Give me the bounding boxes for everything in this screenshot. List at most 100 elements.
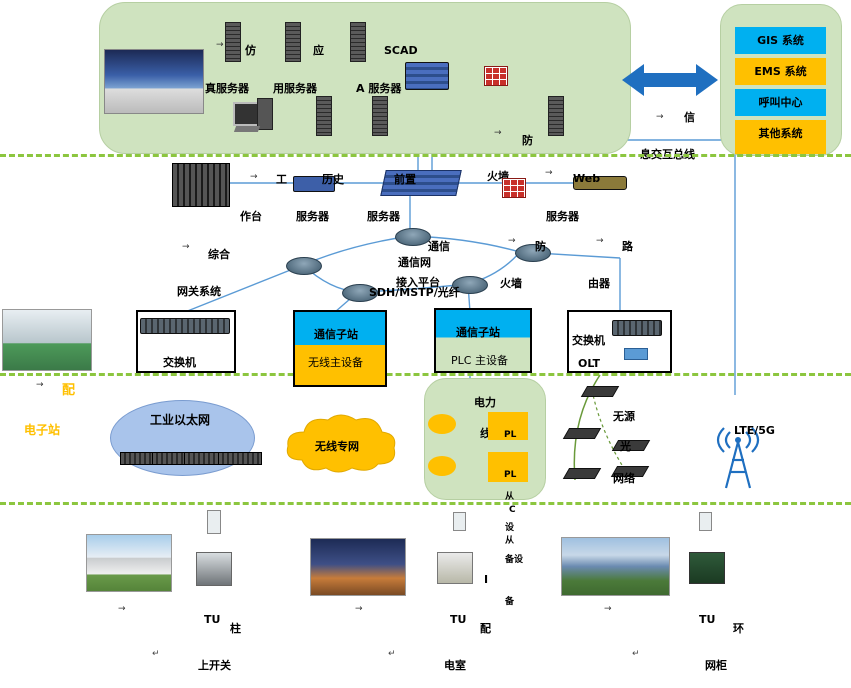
- t1-label-1: TU: [204, 613, 221, 626]
- sim-server-label-2: 真服务器: [205, 82, 249, 95]
- pl-label-1: PL: [504, 430, 517, 440]
- t3-label-1: TU: [699, 613, 716, 626]
- app-server-label-2: 用服务器: [273, 82, 317, 95]
- power-line-label-2: 线: [480, 427, 491, 440]
- pon-label-3: 网络: [613, 472, 635, 485]
- scada-server-label-1: SCAD: [384, 44, 418, 57]
- return-mark: ↵: [388, 649, 396, 659]
- building-photo-1: [86, 534, 172, 592]
- pl-box-1: [488, 412, 528, 440]
- cell-tower-icon: [716, 427, 760, 489]
- plc-main-label: PLC 主设备: [451, 354, 508, 367]
- firewall2-label-1: 防: [535, 240, 546, 253]
- pon-label-1: 无源: [613, 410, 635, 423]
- history-server-label-1: 历史: [322, 173, 344, 186]
- power-node-2: [428, 456, 456, 476]
- ems-system: EMS 系统: [735, 58, 826, 85]
- pds-label-2: 电子站: [24, 423, 61, 437]
- router-icon-bottom-left: [342, 284, 378, 302]
- control-room-photo: [104, 49, 204, 114]
- pipe-label: I: [484, 573, 489, 586]
- pl-box-2: [488, 452, 528, 482]
- comm-net-label-1: 通信: [428, 240, 450, 253]
- server-rack-4: [316, 96, 332, 136]
- slave-label-5: 备设: [505, 555, 524, 565]
- t1-label-3: 上开关: [198, 659, 231, 672]
- web-server-icon: [573, 176, 627, 190]
- firewall-frag-label: 防: [522, 134, 533, 147]
- building-photo-3: [561, 537, 670, 596]
- slave-label-4: 从: [505, 536, 515, 546]
- switch-label: 交换机: [163, 356, 196, 369]
- t2-label-3: 电室: [444, 659, 466, 672]
- slave-label-1: 从: [505, 492, 515, 502]
- slave-label-3: 设: [505, 523, 515, 533]
- gis-system: GIS 系统: [735, 27, 826, 54]
- sim-server-rack: [225, 22, 241, 62]
- arrow-marker: →: [596, 236, 604, 246]
- double-arrow-icon: [622, 64, 718, 96]
- pon-device-4: [611, 440, 651, 451]
- return-mark: ↵: [152, 649, 160, 659]
- workstation-label-1: 工: [276, 173, 287, 186]
- firewall2-label-2: 火墙: [500, 277, 522, 290]
- comm-sub-1-label: 通信子站: [314, 328, 358, 341]
- pon-fiber-curve: [573, 374, 601, 481]
- wireless-main-label: 无线主设备: [308, 356, 363, 369]
- building-photo-2: [310, 538, 406, 596]
- ftu-unit-icon-1: [207, 510, 221, 534]
- web-server-label-2: 服务器: [546, 210, 579, 223]
- workstation-label-2: 作台: [240, 210, 262, 223]
- other-systems: 其他系统: [735, 120, 826, 154]
- info-bus-label-1: 信: [684, 111, 695, 124]
- ring-cabinet-photo: [689, 552, 725, 584]
- olt-switch-icon: [612, 320, 662, 336]
- scada-server-rack: [350, 22, 366, 62]
- pds-label-1: 配: [62, 383, 76, 398]
- lte-label: LTE/5G: [734, 424, 775, 437]
- sim-server-label-1: 仿: [245, 44, 256, 57]
- slave-label-6: 备: [505, 597, 515, 607]
- frontend-server-label-1: 前置: [394, 173, 416, 186]
- router-icon-top: [395, 228, 431, 246]
- frontend-server-icon: [380, 170, 462, 196]
- server-rack-5: [372, 96, 388, 136]
- pon-device-1: [580, 386, 620, 397]
- power-line-label-1: 电力: [474, 396, 496, 409]
- server-rack-6: [548, 96, 564, 136]
- ethernet-label: 工业以太网: [150, 413, 211, 427]
- pon-device-2: [562, 428, 602, 439]
- pon-label-2: 光: [620, 440, 631, 453]
- wireless-net-label: 无线专网: [315, 440, 359, 453]
- comm-substation-2: [434, 308, 532, 373]
- app-server-label-1: 应: [313, 44, 324, 57]
- t2-label-2: 配: [480, 622, 491, 635]
- pon-device-3: [562, 468, 602, 479]
- router-label-1: 路: [622, 240, 633, 253]
- layer-divider-3: [0, 502, 851, 505]
- slave-label-2: C: [509, 505, 516, 515]
- ftu-unit-icon-2: [453, 512, 466, 531]
- switch-olt-label-1: 交换机: [572, 334, 605, 347]
- history-server-icon: [293, 176, 335, 192]
- core-switch-top: [405, 62, 449, 90]
- router-icon-left: [286, 257, 322, 275]
- frontend-server-label-2: 服务器: [367, 210, 400, 223]
- switch-olt-label-2: OLT: [578, 357, 601, 370]
- t3-label-3: 网柜: [705, 659, 727, 672]
- wireless-cloud: [286, 414, 396, 473]
- arrow-marker: →: [508, 236, 516, 246]
- arrow-marker: →: [604, 604, 612, 614]
- arrow-marker: →: [545, 168, 553, 178]
- gateway-label-1: 综合: [208, 248, 230, 261]
- call-center: 呼叫中心: [735, 89, 826, 116]
- ftu-unit-icon-3: [699, 512, 712, 531]
- gateway-label-2: 网关系统: [177, 285, 221, 298]
- scada-server-label-2: A 服务器: [356, 82, 402, 95]
- app-server-rack: [285, 22, 301, 62]
- arrow-marker: →: [36, 380, 44, 390]
- arrow-marker: →: [118, 604, 126, 614]
- t3-label-2: 环: [733, 622, 744, 635]
- arrow-marker: →: [250, 172, 258, 182]
- arrow-marker: →: [656, 112, 664, 122]
